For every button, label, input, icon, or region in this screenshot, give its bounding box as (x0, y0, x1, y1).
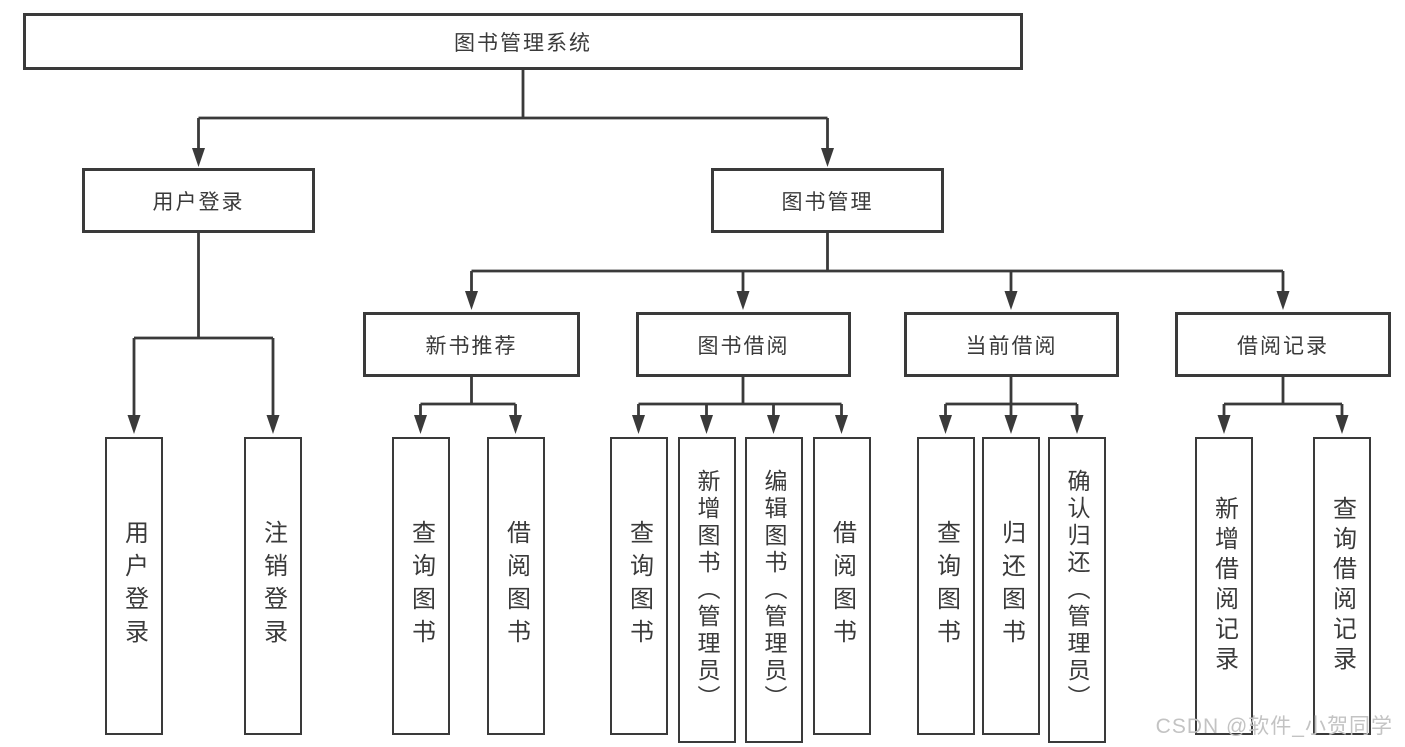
node-query-borrow-record: 查询借阅记录 (1313, 437, 1371, 735)
node-label: 图书管理 (781, 190, 874, 214)
node-label: 新增图书（管理员） (694, 468, 720, 712)
connector-root-to-level2 (197, 69, 829, 149)
node-query-books-borrowing: 查询图书 (610, 437, 668, 735)
arrowhead (835, 415, 848, 434)
csdn-watermark: CSDN @软件_小贺同学 (1155, 715, 1393, 738)
node-query-books-current: 查询图书 (917, 437, 975, 735)
arrowhead (821, 148, 834, 167)
node-label: 注销登录 (259, 520, 287, 652)
arrowhead (509, 415, 522, 434)
arrowhead (767, 415, 780, 434)
arrowhead (700, 415, 713, 434)
node-label: 用户登录 (120, 520, 148, 652)
connector-borrow-to-children (637, 377, 843, 416)
connector-records-to-children (1222, 377, 1344, 416)
node-borrow-records: 借阅记录 (1175, 312, 1391, 377)
node-label: 借阅图书 (828, 520, 856, 652)
node-label: 确认归还（管理员） (1064, 468, 1090, 712)
node-system-root: 图书管理系统 (23, 13, 1023, 70)
connector-current-to-children (944, 377, 1079, 416)
node-borrow-books-recommend: 借阅图书 (487, 437, 545, 735)
node-user-login: 用户登录 (105, 437, 163, 735)
node-query-books-recommend: 查询图书 (392, 437, 450, 735)
node-add-borrow-record: 新增借阅记录 (1195, 437, 1253, 735)
arrowhead (736, 291, 750, 310)
node-label: 新增借阅记录 (1210, 496, 1238, 676)
arrowhead (414, 415, 427, 434)
node-logout: 注销登录 (244, 437, 302, 735)
node-label: 图书管理系统 (454, 31, 592, 55)
node-label: 查询借阅记录 (1328, 496, 1356, 676)
arrowhead (1004, 415, 1018, 434)
node-current-borrowing: 当前借阅 (904, 312, 1119, 377)
arrowhead (1276, 291, 1290, 310)
arrowhead (632, 415, 645, 434)
node-label: 新书推荐 (425, 334, 518, 358)
arrowheads (127, 148, 1349, 434)
node-label: 归还图书 (997, 520, 1025, 652)
node-label: 查询图书 (932, 520, 960, 652)
arrowhead (1335, 415, 1349, 434)
node-label: 借阅图书 (502, 520, 530, 652)
node-book-borrowing: 图书借阅 (636, 312, 851, 377)
node-confirm-return-admin: 确认归还（管理员） (1048, 437, 1106, 743)
node-label: 查询图书 (407, 520, 435, 652)
node-edit-books-admin: 编辑图书（管理员） (745, 437, 803, 743)
connector-newbook-to-children (419, 377, 517, 416)
arrowhead (1217, 415, 1231, 434)
node-label: 借阅记录 (1237, 334, 1329, 358)
connector-mgmt-to-level3 (470, 232, 1285, 292)
node-new-book-recommend: 新书推荐 (363, 312, 580, 377)
node-borrow-books: 借阅图书 (813, 437, 871, 735)
node-add-books-admin: 新增图书（管理员） (678, 437, 736, 743)
arrowhead (465, 291, 478, 310)
arrowhead (127, 415, 141, 434)
arrowhead (939, 415, 952, 434)
arrowhead (192, 148, 205, 167)
node-label: 查询图书 (625, 520, 653, 652)
node-return-books: 归还图书 (982, 437, 1040, 735)
node-label: 当前借阅 (965, 334, 1058, 358)
node-user-login-group: 用户登录 (82, 168, 315, 233)
arrowhead (1004, 291, 1018, 310)
node-label: 编辑图书（管理员） (761, 468, 787, 712)
node-label: 图书借阅 (697, 334, 790, 358)
arrowhead (1070, 415, 1084, 434)
arrowhead (266, 415, 280, 434)
node-book-management: 图书管理 (711, 168, 944, 233)
node-label: 用户登录 (152, 190, 245, 214)
connector-login-to-children (132, 232, 275, 416)
